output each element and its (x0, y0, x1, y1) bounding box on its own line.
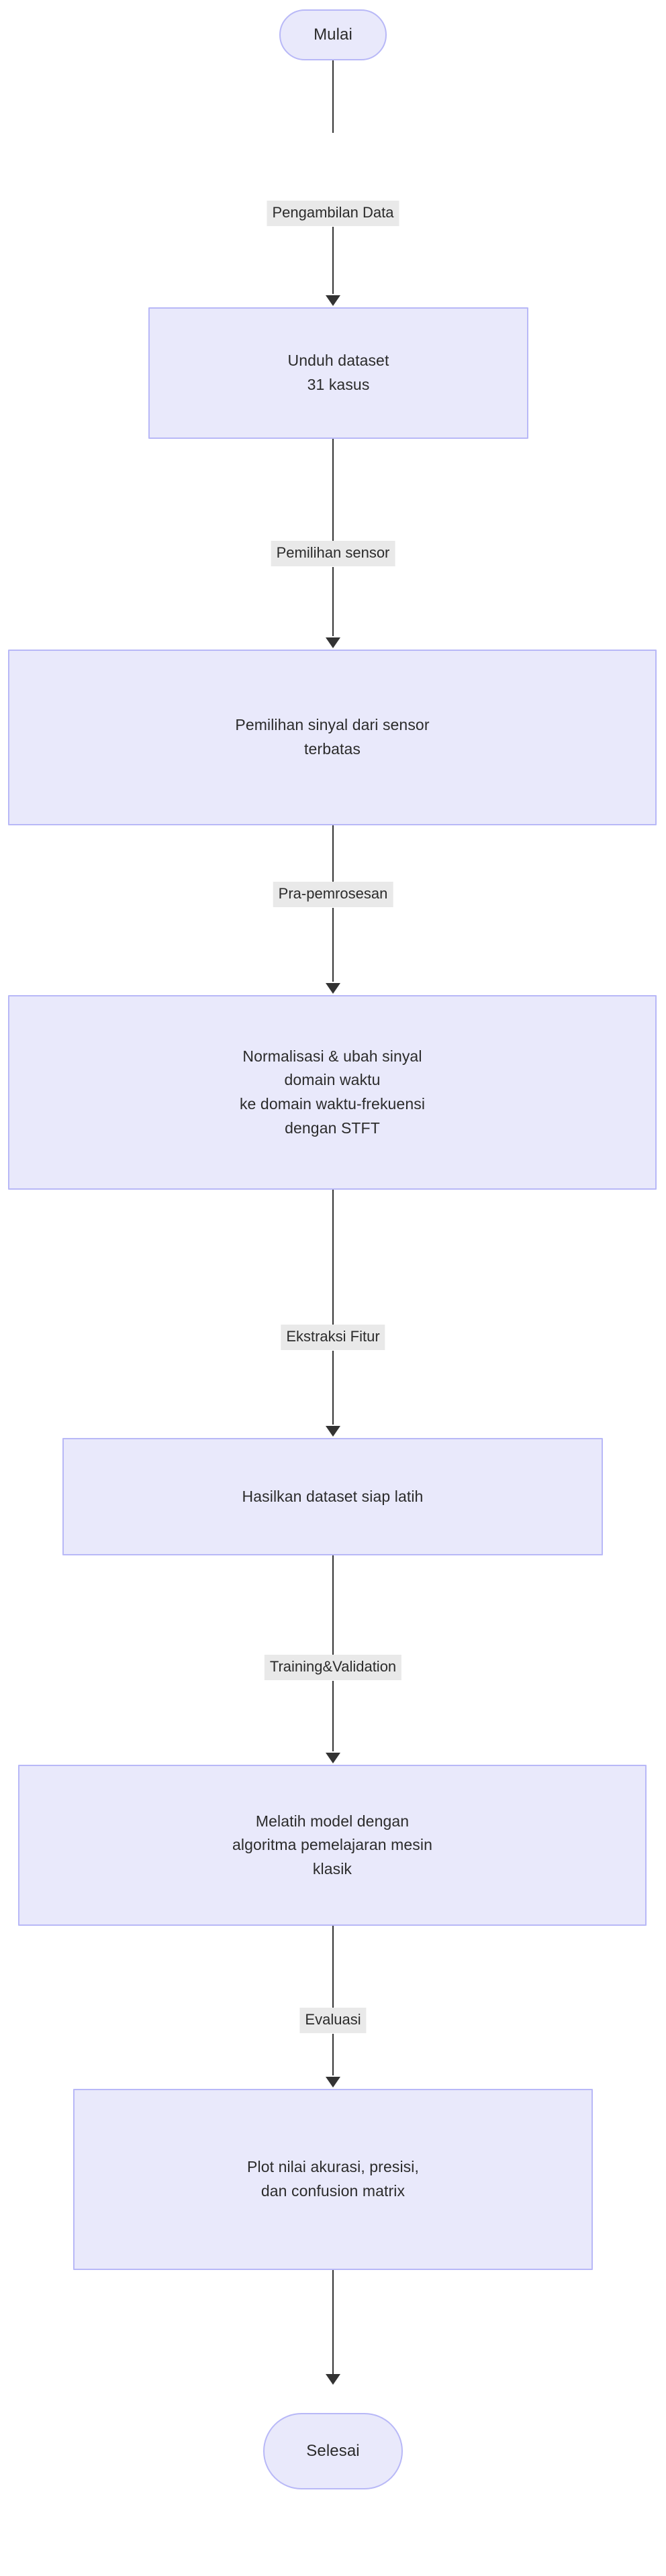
arrow-head-plot (326, 2077, 340, 2088)
edge-label-pra-pemrosesan: Pra-pemrosesan (273, 882, 393, 907)
edge-line-plot-selesai (332, 2270, 334, 2374)
edge-line-hasilkan-melatih (332, 1555, 334, 1655)
edge-label-pengambilan-data: Pengambilan Data (267, 201, 399, 226)
node-melatih-model[interactable]: Melatih model dengan algoritma pemelajar… (18, 1765, 647, 1926)
arrow-head-selesai (326, 2374, 340, 2385)
node-unduh-dataset[interactable]: Unduh dataset 31 kasus (148, 307, 528, 439)
node-melatih-model-label: Melatih model dengan algoritma pemelajar… (232, 1812, 432, 1877)
node-selesai-label: Selesai (306, 2442, 360, 2461)
node-mulai-label: Mulai (314, 25, 352, 44)
node-unduh-dataset-label: Unduh dataset 31 kasus (287, 352, 389, 393)
node-plot-evaluasi-label: Plot nilai akurasi, presisi, dan confusi… (247, 2158, 419, 2200)
edge-line-pemilihan-normalisasi (332, 825, 334, 882)
arrow-head-melatih (326, 1753, 340, 1763)
edge-line-hasilkan-melatih-lower (332, 1681, 334, 1751)
edge-line-normalisasi-hasilkan (332, 1190, 334, 1325)
edge-line-melatih-plot (332, 1926, 334, 2008)
arrow-head-pemilihan (326, 637, 340, 648)
node-pemilihan-sinyal[interactable]: Pemilihan sinyal dari sensor terbatas (8, 650, 657, 825)
node-mulai[interactable]: Mulai (279, 9, 387, 60)
edge-line-melatih-plot-lower (332, 2034, 334, 2075)
node-hasilkan-dataset[interactable]: Hasilkan dataset siap latih (62, 1438, 603, 1555)
arrow-head-normalisasi (326, 983, 340, 994)
edge-label-evaluasi: Evaluasi (299, 2008, 367, 2033)
edge-line-normalisasi-hasilkan-lower (332, 1351, 334, 1425)
arrow-head-hasilkan (326, 1426, 340, 1437)
edge-line-mulai-unduh-lower (332, 227, 334, 294)
edge-label-training-validation: Training&Validation (264, 1655, 402, 1680)
edge-line-unduh-pemilihan (332, 439, 334, 541)
node-normalisasi-stft-label: Normalisasi & ubah sinyal domain waktu k… (239, 1047, 426, 1137)
edge-label-ekstraksi-fitur: Ekstraksi Fitur (281, 1325, 385, 1350)
edge-line-unduh-pemilihan-lower (332, 567, 334, 636)
edge-label-pemilihan-sensor: Pemilihan sensor (271, 541, 395, 566)
edge-line-pemilihan-normalisasi-lower (332, 908, 334, 982)
node-pemilihan-sinyal-label: Pemilihan sinyal dari sensor terbatas (235, 716, 430, 758)
arrow-head-unduh (326, 295, 340, 306)
edge-line-mulai-unduh (332, 60, 334, 133)
node-normalisasi-stft[interactable]: Normalisasi & ubah sinyal domain waktu k… (8, 995, 657, 1190)
node-hasilkan-dataset-label: Hasilkan dataset siap latih (242, 1487, 424, 1505)
node-plot-evaluasi[interactable]: Plot nilai akurasi, presisi, dan confusi… (73, 2089, 593, 2270)
node-selesai[interactable]: Selesai (263, 2413, 403, 2489)
